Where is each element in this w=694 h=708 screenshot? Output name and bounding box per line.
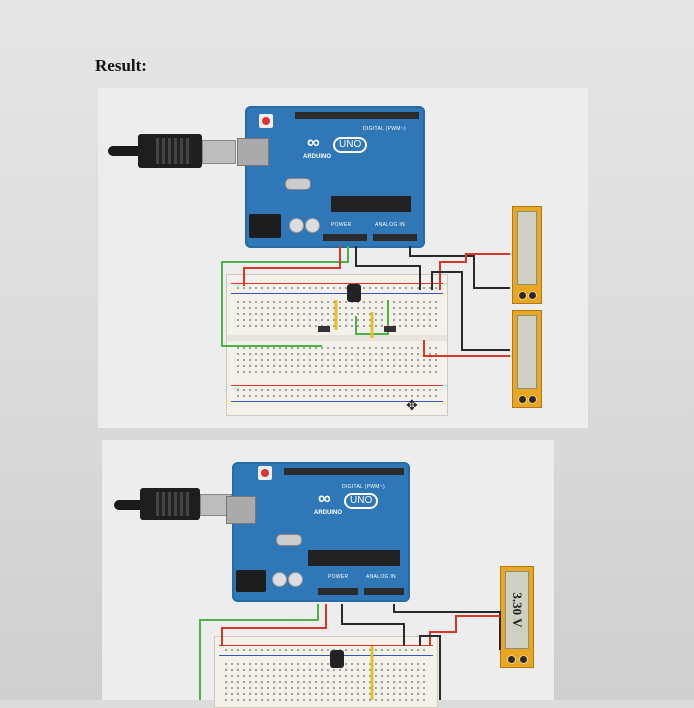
capacitor bbox=[289, 218, 304, 233]
sensor-component bbox=[330, 650, 344, 668]
arduino-board[interactable]: DIGITAL (PWM~) ∞ UNO ARDUINO POWER ANALO… bbox=[226, 462, 410, 602]
oscillator bbox=[276, 534, 302, 546]
wire-black bbox=[431, 271, 510, 351]
brand-label: ARDUINO bbox=[303, 154, 331, 160]
usb-cable-grip bbox=[156, 492, 190, 516]
usb-cable-tip bbox=[202, 140, 236, 164]
multimeter-bottom[interactable] bbox=[512, 310, 542, 408]
microcontroller-chip bbox=[331, 196, 411, 212]
power-jack bbox=[236, 570, 266, 592]
infinity-logo-icon: ∞ bbox=[318, 488, 331, 508]
arduino-board[interactable]: DIGITAL (PWM~) ∞ UNO ARDUINO POWER ANALO… bbox=[237, 106, 425, 248]
capacitor bbox=[272, 572, 287, 587]
multimeter-screen bbox=[517, 315, 537, 389]
wire-black bbox=[419, 635, 441, 700]
reset-button[interactable] bbox=[259, 114, 273, 128]
brand-label: ARDUINO bbox=[314, 510, 342, 516]
multimeter-probes bbox=[517, 290, 537, 300]
power-rail-blue bbox=[219, 655, 433, 656]
usb-cable-grip bbox=[156, 138, 192, 164]
analog-label: ANALOG IN bbox=[366, 574, 396, 580]
multimeter-top[interactable] bbox=[512, 206, 542, 304]
move-cursor-icon: ✥ bbox=[406, 398, 418, 414]
analog-header bbox=[373, 234, 417, 241]
multimeter-screen: 3.30 V bbox=[505, 571, 529, 649]
oscillator bbox=[285, 178, 311, 190]
reset-button[interactable] bbox=[258, 466, 272, 480]
power-rail-blue bbox=[231, 401, 443, 402]
rail-holes bbox=[223, 647, 429, 655]
analog-header bbox=[364, 588, 404, 595]
digital-label: DIGITAL (PWM~) bbox=[342, 484, 385, 490]
wire-black bbox=[341, 604, 405, 646]
power-rail-red bbox=[231, 385, 443, 386]
digital-header bbox=[295, 112, 419, 119]
power-label: POWER bbox=[331, 222, 352, 228]
rail-holes bbox=[235, 387, 439, 399]
rail-holes bbox=[235, 285, 439, 293]
power-header bbox=[318, 588, 358, 595]
led-component bbox=[384, 326, 396, 332]
wire-green bbox=[221, 246, 349, 347]
simulation-panel-1[interactable]: DIGITAL (PWM~) ∞ UNO ARDUINO POWER ANALO… bbox=[98, 88, 588, 428]
power-rail-red bbox=[231, 283, 443, 284]
power-rail-blue bbox=[231, 293, 443, 294]
multimeter-probes bbox=[517, 394, 537, 404]
digital-header bbox=[284, 468, 404, 475]
wire-black bbox=[409, 246, 510, 289]
infinity-logo-icon: ∞ bbox=[307, 132, 320, 152]
capacitor bbox=[305, 218, 320, 233]
sensor-component bbox=[347, 284, 361, 302]
wire-black bbox=[393, 604, 501, 650]
power-header bbox=[323, 234, 367, 241]
center-channel bbox=[227, 335, 447, 341]
multimeter-screen bbox=[517, 211, 537, 285]
microcontroller-chip bbox=[308, 550, 400, 566]
wire-red bbox=[243, 246, 341, 286]
wire-black bbox=[355, 246, 421, 290]
terminal-holes-bottom bbox=[235, 345, 439, 377]
analog-label: ANALOG IN bbox=[375, 222, 405, 228]
result-heading: Result: bbox=[95, 56, 147, 75]
usb-port bbox=[237, 138, 269, 166]
uno-badge: UNO bbox=[344, 493, 379, 509]
power-jack bbox=[249, 214, 281, 238]
usb-port bbox=[226, 496, 256, 524]
multimeter[interactable]: 3.30 V bbox=[500, 566, 534, 668]
multimeter-probes bbox=[505, 654, 529, 664]
usb-cable-icon bbox=[108, 146, 148, 156]
terminal-holes-top bbox=[223, 661, 429, 701]
led-component bbox=[318, 326, 330, 332]
digital-label: DIGITAL (PWM~) bbox=[363, 126, 406, 132]
wire-red bbox=[221, 604, 327, 646]
uno-badge: UNO bbox=[333, 137, 368, 153]
capacitor bbox=[288, 572, 303, 587]
power-rail-red bbox=[219, 645, 433, 646]
power-label: POWER bbox=[328, 574, 349, 580]
wire-red bbox=[423, 340, 510, 357]
usb-cable-icon bbox=[114, 500, 148, 510]
wire-green bbox=[199, 604, 319, 700]
